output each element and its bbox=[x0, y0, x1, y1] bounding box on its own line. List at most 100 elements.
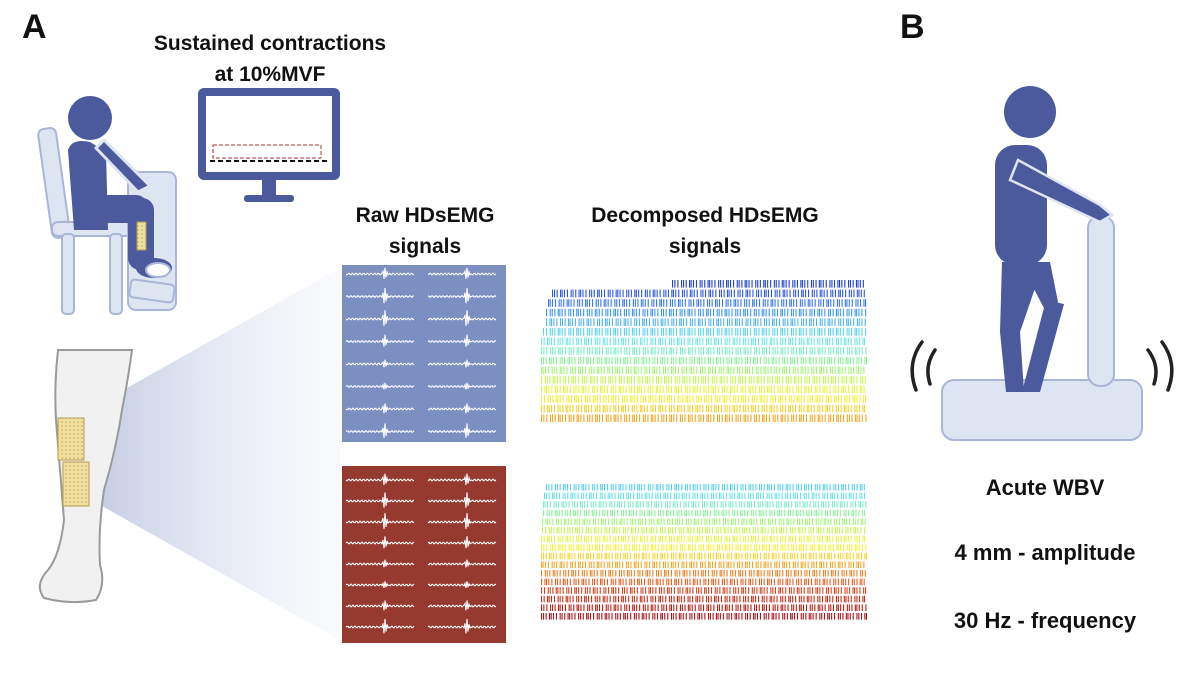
spike bbox=[795, 570, 797, 577]
spike bbox=[738, 613, 740, 620]
spike bbox=[662, 484, 664, 491]
spike bbox=[762, 299, 764, 307]
spike bbox=[831, 501, 833, 508]
spike bbox=[761, 395, 763, 403]
spike bbox=[596, 356, 598, 365]
spike bbox=[596, 552, 598, 560]
spike bbox=[644, 509, 646, 517]
spike bbox=[541, 604, 543, 611]
spike bbox=[631, 535, 633, 543]
spike bbox=[633, 404, 635, 413]
spike bbox=[730, 570, 732, 577]
spike bbox=[717, 604, 719, 611]
spike bbox=[864, 376, 866, 384]
spike bbox=[758, 328, 760, 336]
spike bbox=[715, 299, 717, 307]
spike bbox=[807, 587, 809, 594]
spike bbox=[813, 595, 815, 603]
spike bbox=[607, 328, 609, 336]
spike bbox=[666, 385, 668, 394]
spike bbox=[762, 544, 764, 551]
spike bbox=[615, 535, 617, 543]
spike bbox=[859, 395, 861, 403]
spike bbox=[693, 376, 695, 384]
spike bbox=[831, 527, 833, 534]
spike bbox=[783, 561, 785, 568]
spike bbox=[747, 595, 749, 603]
spike bbox=[861, 613, 863, 620]
spike bbox=[849, 570, 851, 577]
spike bbox=[713, 518, 715, 525]
spike bbox=[774, 347, 776, 355]
spike bbox=[725, 299, 727, 307]
spike bbox=[799, 347, 801, 355]
spike bbox=[797, 509, 799, 517]
spike bbox=[748, 376, 750, 384]
spike bbox=[821, 552, 823, 560]
spike bbox=[752, 385, 754, 394]
spike bbox=[780, 328, 782, 336]
spike bbox=[689, 535, 691, 543]
spike bbox=[631, 595, 633, 603]
spike bbox=[615, 337, 617, 346]
spike bbox=[644, 308, 646, 317]
spike bbox=[659, 385, 661, 394]
spike bbox=[819, 289, 821, 298]
spike bbox=[611, 613, 613, 620]
spike bbox=[697, 595, 699, 603]
spike bbox=[626, 587, 628, 594]
spike bbox=[837, 544, 839, 551]
spike bbox=[620, 385, 622, 394]
spike bbox=[731, 385, 733, 394]
spike bbox=[837, 535, 839, 543]
spike bbox=[595, 414, 597, 422]
spike bbox=[714, 535, 716, 543]
spike bbox=[615, 484, 617, 491]
spike bbox=[806, 414, 808, 422]
spike bbox=[738, 570, 740, 577]
spike bbox=[856, 366, 858, 374]
spike bbox=[644, 414, 646, 422]
spike bbox=[708, 587, 710, 594]
spike bbox=[779, 527, 781, 534]
spike bbox=[839, 308, 841, 317]
spike bbox=[557, 328, 559, 336]
spike bbox=[825, 501, 827, 508]
spike bbox=[809, 328, 811, 336]
spike bbox=[622, 404, 624, 413]
spike bbox=[652, 535, 654, 543]
spike bbox=[611, 356, 613, 365]
spike bbox=[726, 376, 728, 384]
spike bbox=[753, 308, 755, 317]
spike bbox=[863, 299, 865, 307]
spike bbox=[664, 561, 666, 568]
spike bbox=[660, 356, 662, 365]
spike bbox=[756, 613, 758, 620]
spike bbox=[599, 347, 601, 355]
spike bbox=[793, 570, 795, 577]
spike bbox=[659, 587, 661, 594]
spike bbox=[670, 604, 672, 611]
spike bbox=[662, 337, 664, 346]
spike bbox=[707, 280, 709, 288]
spike bbox=[668, 595, 670, 603]
spike bbox=[695, 280, 697, 288]
spike bbox=[859, 337, 861, 346]
spike bbox=[626, 604, 628, 611]
spike bbox=[793, 587, 795, 594]
spike bbox=[753, 318, 755, 326]
spike bbox=[837, 578, 839, 586]
spike bbox=[623, 356, 625, 365]
spike bbox=[768, 604, 770, 611]
spike bbox=[745, 587, 747, 594]
spike bbox=[649, 578, 651, 586]
spike bbox=[715, 492, 717, 500]
spike bbox=[768, 578, 770, 586]
spike bbox=[708, 366, 710, 374]
spike bbox=[845, 595, 847, 603]
spike bbox=[663, 289, 665, 298]
spike bbox=[628, 544, 630, 551]
spike bbox=[550, 604, 552, 611]
spike bbox=[790, 587, 792, 594]
spike bbox=[742, 484, 744, 491]
